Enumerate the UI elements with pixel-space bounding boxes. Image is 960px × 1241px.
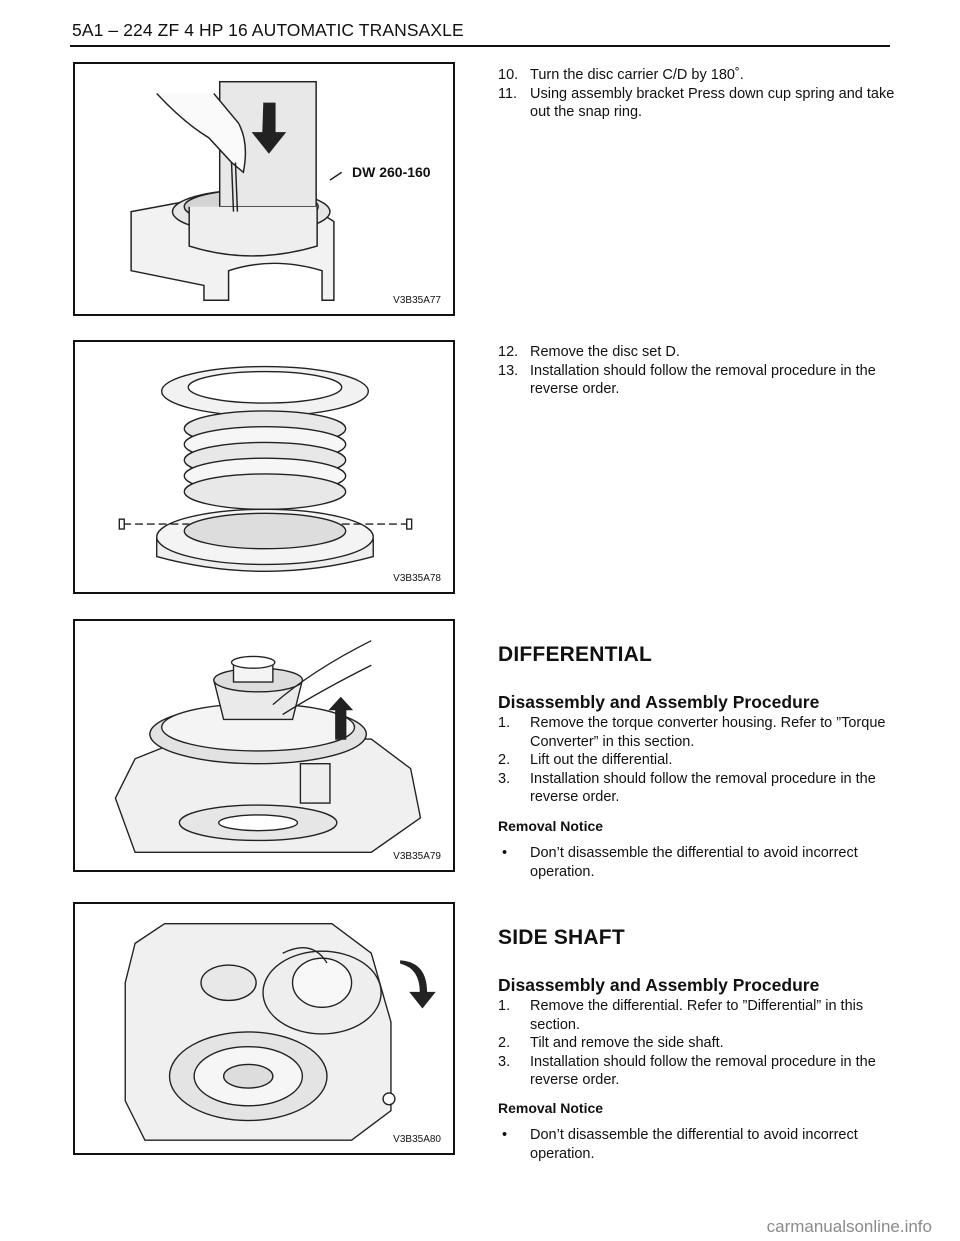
steps-disc-carrier: 10.Turn the disc carrier C/D by 180˚. 11… (498, 66, 898, 122)
section-title-side-shaft: SIDE SHAFT (498, 926, 625, 949)
removal-notice-heading: Removal Notice (498, 818, 604, 834)
figure-disc-set: V3B35A78 (73, 340, 455, 594)
step-12: 12.Remove the disc set D. (498, 344, 680, 360)
step-3: 3.Installation should follow the removal… (498, 1053, 876, 1089)
step-1: 1.Remove the torque converter housing. R… (498, 715, 886, 750)
disc-set-illustration (118, 365, 413, 572)
step-2: 2.Tilt and remove the side shaft. (498, 1035, 724, 1051)
header-rule (70, 45, 890, 47)
step-3: 3.Installation should follow the removal… (498, 770, 876, 806)
removal-notice-side-shaft: •Don’t disassemble the differential to a… (498, 1126, 898, 1163)
figure-disc-carrier-snap-ring: DW 260-160 V3B35A77 (73, 62, 455, 316)
figure-code: V3B35A80 (393, 1134, 441, 1145)
removal-notice-differential: •Don’t disassemble the differential to a… (498, 844, 898, 881)
steps-side-shaft: 1.Remove the differential. Refer to ”Dif… (498, 997, 898, 1090)
side-shaft-illustration (124, 922, 436, 1141)
page-header: 5A1 – 224 ZF 4 HP 16 AUTOMATIC TRANSAXLE (72, 20, 464, 40)
subtitle-differential: Disassembly and Assembly Procedure (498, 692, 820, 712)
step-13: 13.Installation should follow the remova… (498, 362, 876, 398)
subtitle-side-shaft: Disassembly and Assembly Procedure (498, 975, 820, 995)
step-1: 1.Remove the differential. Refer to ”Dif… (498, 998, 864, 1033)
steps-disc-set: 12.Remove the disc set D. 13.Installatio… (498, 343, 898, 399)
tool-callout: DW 260-160 (352, 164, 431, 180)
step-11: 11.Using assembly bracket Press down cup… (498, 85, 895, 121)
section-title-differential: DIFFERENTIAL (498, 643, 653, 666)
figure-code: V3B35A78 (393, 573, 441, 584)
steps-differential: 1.Remove the torque converter housing. R… (498, 714, 898, 807)
figure-code: V3B35A77 (393, 295, 441, 306)
figure-differential: V3B35A79 (73, 619, 455, 872)
step-10: 10.Turn the disc carrier C/D by 180˚. (498, 67, 744, 83)
differential-illustration (114, 640, 422, 853)
figure-side-shaft: V3B35A80 (73, 902, 455, 1155)
notice-bullet: •Don’t disassemble the differential to a… (502, 1127, 858, 1162)
watermark: carmanualsonline.info (766, 1217, 932, 1236)
notice-bullet: •Don’t disassemble the differential to a… (502, 845, 858, 880)
disc-carrier-illustration (130, 80, 343, 301)
removal-notice-heading: Removal Notice (498, 1100, 604, 1116)
step-2: 2.Lift out the differential. (498, 752, 673, 768)
figure-code: V3B35A79 (393, 851, 441, 862)
